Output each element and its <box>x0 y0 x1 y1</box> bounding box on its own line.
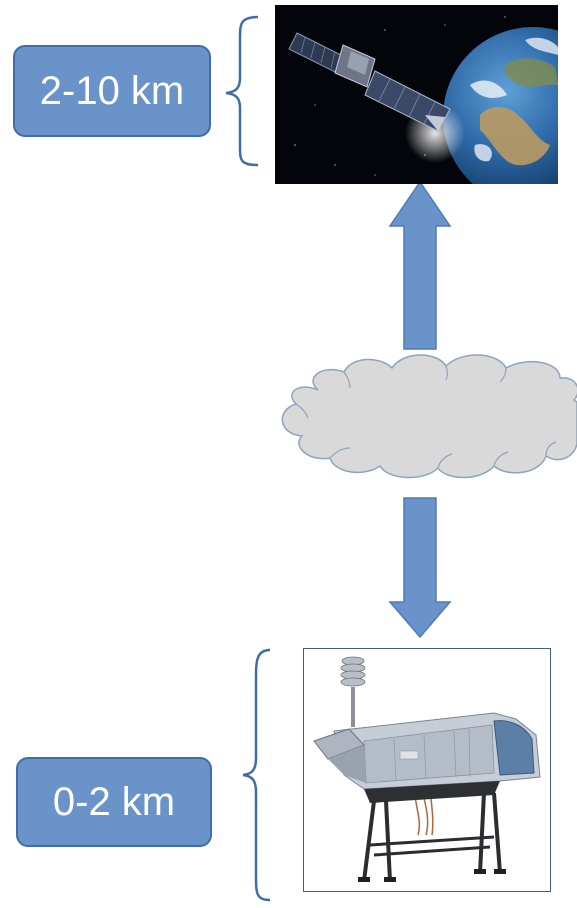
down-arrow <box>390 498 450 637</box>
lower-brace <box>243 650 270 900</box>
upper-brace <box>226 17 258 165</box>
satellite-scene <box>275 5 558 184</box>
up-arrow <box>390 182 450 349</box>
lidar-scene <box>304 649 550 891</box>
satellite-image <box>275 5 558 184</box>
ground-instrument-image <box>303 648 551 892</box>
cloud-icon <box>282 355 577 478</box>
